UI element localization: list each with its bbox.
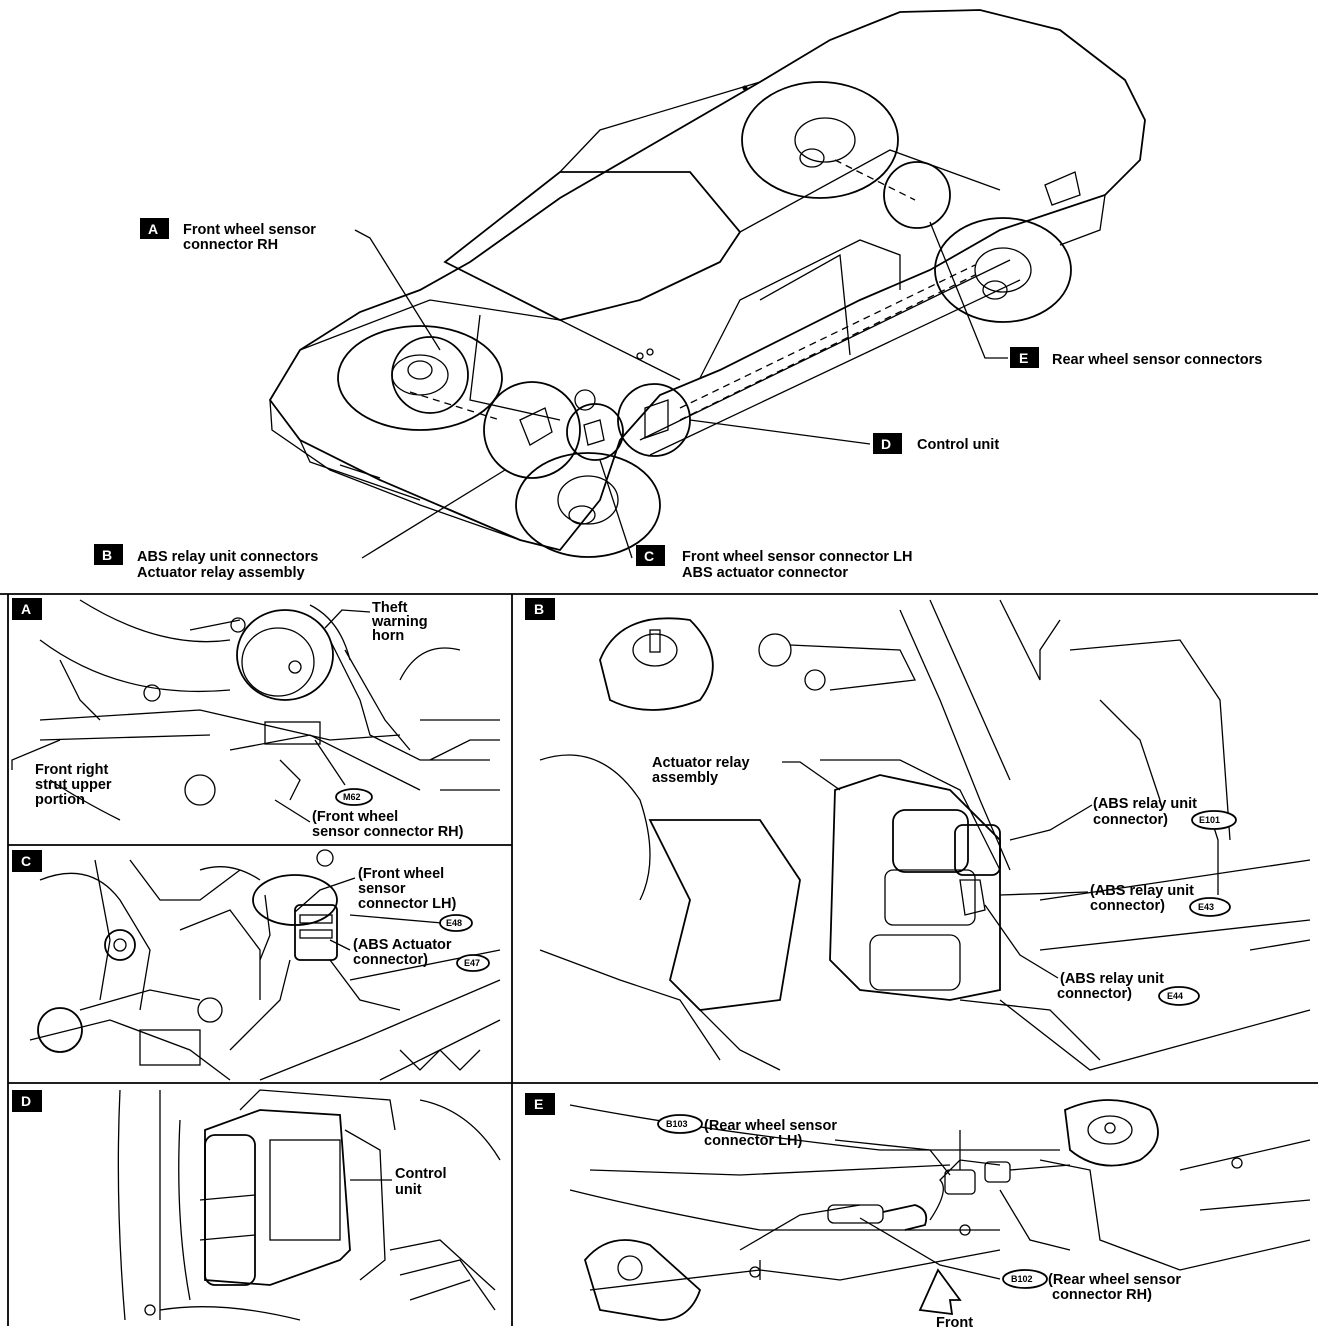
label-line: Front wheel sensor connector LH	[682, 549, 912, 565]
strut-label: Front right	[35, 762, 108, 778]
panel-e: E Front B103 (Rear wheel sensor	[525, 1093, 1311, 1331]
tag-letter: A	[21, 601, 31, 617]
label-d-overview: D Control unit	[873, 433, 999, 454]
label-line: ABS actuator connector	[682, 565, 848, 581]
horn-label: warning	[371, 614, 428, 630]
panel-d: D Control unit	[12, 1089, 501, 1321]
tag-letter: B	[534, 601, 544, 617]
horn-label: Theft	[372, 600, 408, 616]
panel-b: B Actuator relay assembly	[525, 598, 1311, 1071]
panel-a: A Theft warning horn Front right strut u	[11, 598, 500, 840]
rear-lh-label: (Rear wheel sensor	[704, 1118, 837, 1134]
relay-label: connector)	[1057, 986, 1132, 1002]
panel-grid	[0, 593, 1318, 1326]
horn-label: horn	[372, 628, 404, 644]
label-b-overview: B ABS relay unit connectors Actuator rel…	[94, 544, 318, 581]
actuator-label: connector)	[353, 952, 428, 968]
rear-rh-label: connector RH)	[1052, 1287, 1152, 1303]
label-c-overview: C Front wheel sensor connector LH ABS ac…	[636, 545, 912, 581]
connector-id-e101: E101	[1199, 815, 1220, 825]
actuator-label: assembly	[652, 770, 718, 786]
sensor-label: connector LH)	[358, 896, 456, 912]
connector-label: sensor connector RH)	[312, 824, 464, 840]
sensor-label: (Front wheel	[358, 866, 444, 882]
strut-label: strut upper	[35, 777, 112, 793]
label-line: ABS relay unit connectors	[137, 549, 318, 565]
tag-letter: D	[21, 1093, 31, 1109]
label-a-overview: A Front wheel sensor connector RH	[140, 218, 316, 253]
rear-lh-label: connector LH)	[704, 1133, 802, 1149]
relay-label: connector)	[1090, 898, 1165, 914]
relay-label: (ABS relay unit	[1090, 883, 1194, 899]
strut-label: portion	[35, 792, 85, 808]
connector-id-b102: B102	[1011, 1274, 1033, 1284]
label-line: Control unit	[917, 437, 999, 453]
tag-letter: C	[644, 548, 654, 564]
actuator-label: (ABS Actuator	[353, 937, 452, 953]
connector-id-e48: E48	[446, 918, 462, 928]
connector-id-e43: E43	[1198, 902, 1214, 912]
panel-c: C (Front wheel sensor connector LH) E48	[12, 849, 501, 1081]
label-line: Actuator relay assembly	[137, 565, 305, 581]
connector-id-e44: E44	[1167, 991, 1183, 1001]
tag-letter: D	[881, 436, 891, 452]
car-overview	[268, 9, 1146, 559]
tag-letter: E	[1019, 350, 1028, 366]
connector-id-b103: B103	[666, 1119, 688, 1129]
tag-letter: B	[102, 547, 112, 563]
relay-label: (ABS relay unit	[1093, 796, 1197, 812]
label-e-overview: E Rear wheel sensor connectors	[1010, 347, 1262, 368]
label-line: Rear wheel sensor connectors	[1052, 352, 1262, 368]
relay-label: connector)	[1093, 812, 1168, 828]
tag-letter: E	[534, 1096, 543, 1112]
connector-label: (Front wheel	[312, 809, 398, 825]
connector-id-e47: E47	[464, 958, 480, 968]
connector-id-m62: M62	[343, 792, 361, 802]
front-label: Front	[936, 1315, 973, 1331]
label-line: Front wheel sensor	[183, 222, 316, 238]
sensor-label: sensor	[358, 881, 406, 897]
relay-label: (ABS relay unit	[1060, 971, 1164, 987]
rear-rh-label: (Rear wheel sensor	[1048, 1272, 1181, 1288]
control-unit-label: Control	[395, 1166, 447, 1182]
label-line: connector RH	[183, 237, 278, 253]
actuator-label: Actuator relay	[652, 755, 750, 771]
tag-letter: C	[21, 853, 31, 869]
control-unit-label: unit	[395, 1182, 422, 1198]
tag-letter: A	[148, 221, 158, 237]
